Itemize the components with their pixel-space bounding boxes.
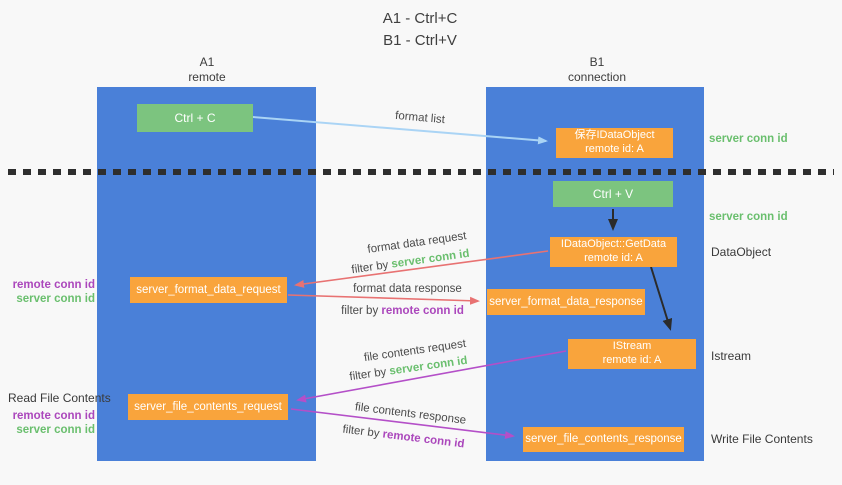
label-file-contents-response: file contents response [354, 401, 467, 427]
label-format-data-response: format data response [353, 283, 462, 295]
arrow-format-data-response [287, 294, 480, 305]
node-file-response: server_file_contents_response [523, 427, 684, 452]
dashed-separator [8, 169, 834, 175]
node-file-response-label: server_file_contents_response [525, 433, 682, 446]
label-server-conn-id-left2: server conn id [16, 424, 95, 436]
lane-header-right: B1 connection [537, 55, 657, 85]
node-ctrl-v: Ctrl + V [553, 181, 673, 207]
node-format-response-label: server_format_data_response [489, 295, 643, 308]
lane-header-left: A1 remote [147, 55, 267, 85]
node-getdata-line1: IDataObject::GetData [560, 238, 667, 251]
filter-by-text: filter by [341, 423, 381, 440]
remote-conn-id-keyword: remote conn id [381, 305, 464, 317]
remote-conn-id-keyword: remote conn id [381, 428, 466, 451]
node-file-request: server_file_contents_request [128, 394, 288, 420]
node-file-request-label: server_file_contents_request [134, 400, 282, 413]
node-format-request: server_format_data_request [130, 277, 287, 303]
node-save-dataobject-line2: remote id: A [585, 143, 644, 155]
label-read-file-contents: Read File Contents [8, 391, 111, 405]
node-format-request-label: server_format_data_request [136, 283, 281, 296]
filter-by-text: filter by [348, 366, 388, 384]
diagram-title: A1 - Ctrl+C B1 - Ctrl+V [320, 8, 520, 52]
node-getdata-line2: remote id: A [584, 252, 643, 264]
filter-by-text: filter by [341, 305, 379, 317]
label-server-conn-id-mid-right: server conn id [709, 211, 788, 223]
node-istream-line1: IStream [612, 340, 652, 353]
node-istream-line2: remote id: A [602, 354, 662, 366]
node-format-response: server_format_data_response [487, 289, 645, 315]
node-ctrl-v-label: Ctrl + V [592, 186, 634, 201]
filter-by-text: filter by [350, 259, 390, 277]
node-istream: IStream remote id: A [568, 339, 696, 369]
label-remote-conn-id-left2: remote conn id [12, 410, 95, 422]
label-write-file-contents: Write File Contents [711, 432, 813, 446]
lane-left-subtitle: remote [188, 70, 226, 84]
label-istream: Istream [711, 349, 752, 363]
node-save-dataobject-line1: 保存IDataObject [574, 129, 655, 142]
label-server-conn-id-top-right: server conn id [709, 133, 788, 145]
lane-right-subtitle: connection [567, 70, 627, 84]
label-dataobject: DataObject [711, 245, 772, 259]
title-line-2: B1 - Ctrl+V [383, 31, 457, 49]
label-filter-by-remote-2: filter by remote conn id [336, 423, 471, 451]
label-remote-conn-id-left1: remote conn id [12, 279, 95, 291]
label-format-list: format list [394, 109, 446, 127]
node-ctrl-c-label: Ctrl + C [174, 110, 216, 125]
node-ctrl-c: Ctrl + C [137, 104, 253, 132]
server-conn-id-keyword: server conn id [390, 247, 471, 271]
label-server-conn-id-left1: server conn id [16, 293, 95, 305]
lane-right-title: B1 [589, 55, 605, 69]
node-save-dataobject: 保存IDataObject remote id: A [556, 128, 673, 158]
label-filter-by-remote-1: filter by remote conn id [335, 305, 470, 317]
title-line-1: A1 - Ctrl+C [382, 10, 458, 27]
lane-left-title: A1 [199, 55, 215, 69]
node-getdata: IDataObject::GetData remote id: A [550, 237, 677, 267]
